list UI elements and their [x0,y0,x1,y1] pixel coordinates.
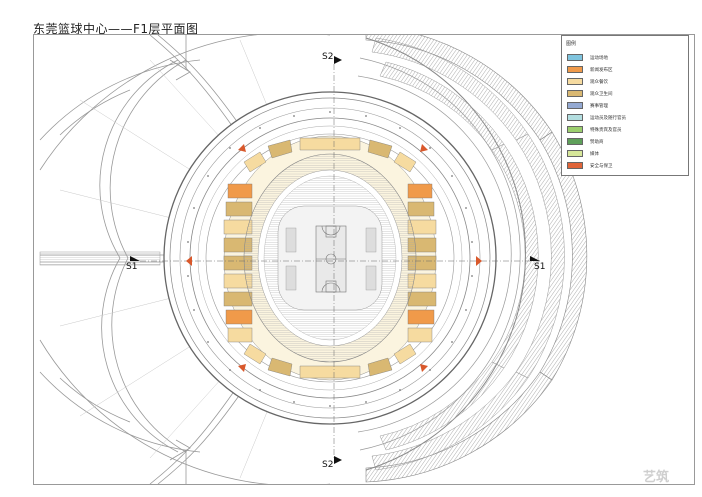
legend-label: 媒体 [590,151,599,157]
legend-item: 新闻发布区 [567,65,613,74]
legend-swatch [567,102,583,109]
legend-item: 赞助商 [567,137,604,146]
west-stair [39,251,161,266]
legend-swatch [567,150,583,157]
bench-blocks [285,227,377,291]
legend-swatch [567,162,583,169]
legend-label: 观众餐饮 [590,79,608,85]
legend-label: 观众卫生间 [590,91,613,97]
legend-swatch [567,66,583,73]
west-plaza [39,35,330,484]
legend-label: 新闻发布区 [590,67,613,73]
east-outer-stands [357,35,588,483]
legend-item: 运动场地 [567,53,608,62]
drawing-frame [33,34,695,485]
legend-item: 媒体 [567,149,599,158]
legend-label: 赛事管理 [590,103,608,109]
legend-item: 赛事管理 [567,101,608,110]
section-mark-s2-top: S2 [322,52,334,62]
section-markers [130,56,540,464]
column-dots [187,111,473,407]
legend-swatch [567,54,583,61]
basketball-court [315,225,347,293]
legend-label: 特殊贵宾及官员 [590,127,622,133]
legend-label: 运动员及随行官员 [590,115,626,121]
legend-swatch [567,90,583,97]
legend-label: 赞助商 [590,139,604,145]
legend-swatch [567,138,583,145]
section-lines [140,64,540,458]
legend-item: 观众餐饮 [567,77,608,86]
section-mark-s1-left: S1 [126,262,138,272]
page-title: 东莞篮球中心——F1层平面图 [33,22,199,36]
site-plan-group [39,35,588,484]
legend-label: 运动场地 [590,55,608,61]
watermark-logo: 艺筑 [643,470,670,485]
legend-item: 运动员及随行官员 [567,113,626,122]
section-mark-s1-right: S1 [534,262,546,272]
legend-swatch [567,126,583,133]
legend-label: 安全与保卫 [590,163,613,169]
legend-title: 图例 [566,41,577,47]
legend-swatch [567,114,583,121]
legend-item: 观众卫生间 [567,89,613,98]
entry-arrows [186,144,482,372]
legend-swatch [567,78,583,85]
legend-item: 特殊贵宾及官员 [567,125,622,134]
legend-item: 安全与保卫 [567,161,613,170]
section-mark-s2-bottom: S2 [322,460,334,470]
legend-panel: 图例 运动场地 新闻发布区 观众餐饮 观众卫生间 赛事管理 运动员及随行官员 特… [561,35,689,176]
